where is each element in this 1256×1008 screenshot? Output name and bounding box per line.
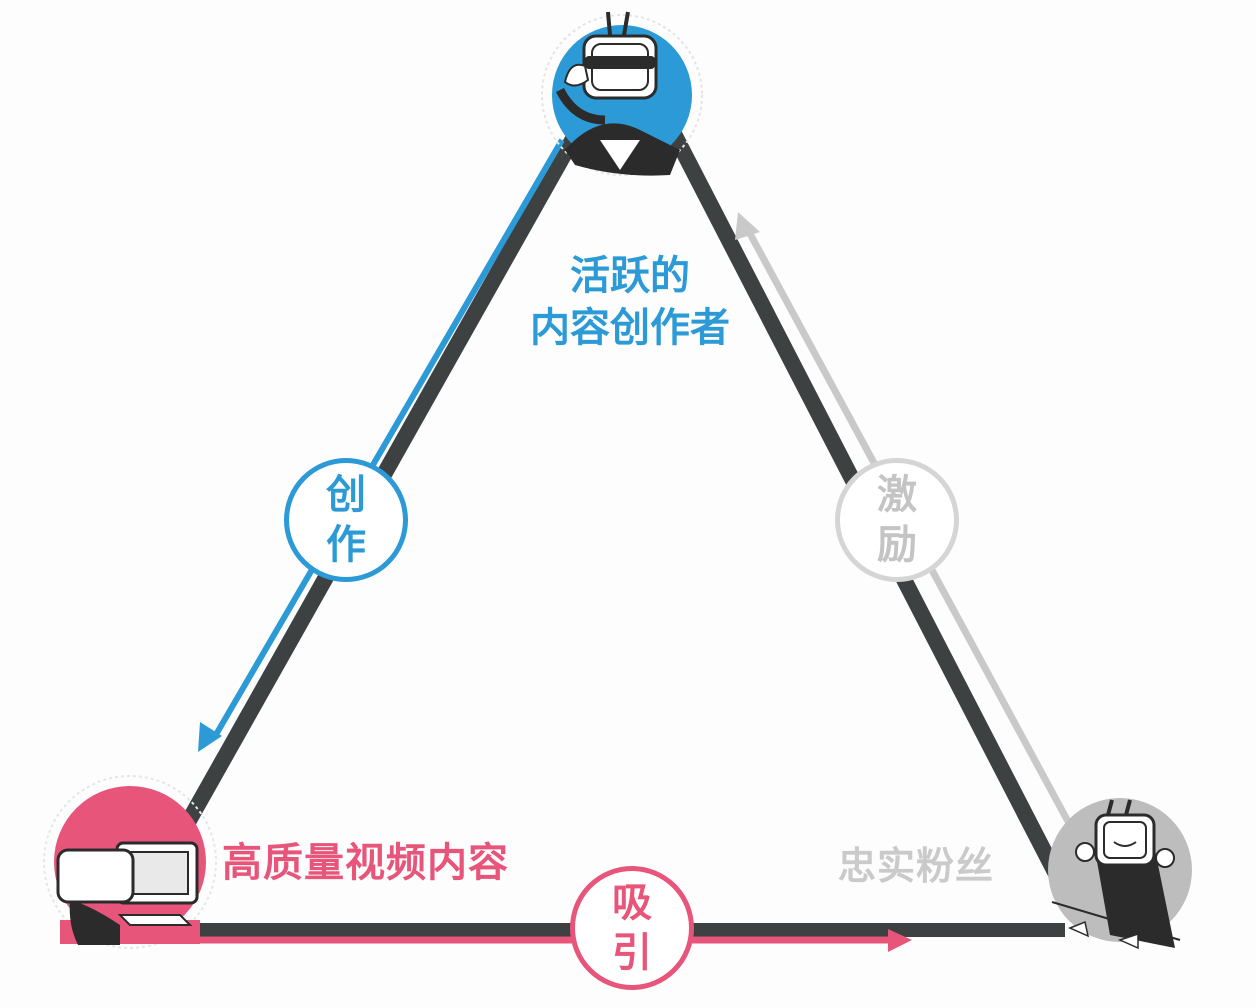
flow-attract-arrowhead — [888, 929, 912, 952]
create-edge-char2: 作 — [326, 522, 366, 568]
flow-create-line — [211, 138, 565, 740]
attract-edge-char2: 引 — [612, 930, 652, 976]
creator-node-label: 活跃的 内容创作者 — [500, 250, 760, 354]
sunglasses-tv-mascot-icon — [541, 11, 703, 176]
create-edge-bubble: 创 作 — [284, 458, 408, 582]
flow-create-arrowhead — [198, 722, 222, 752]
motivate-edge-char1: 激 — [877, 472, 917, 518]
creator-label-line1: 活跃的 — [570, 253, 690, 299]
attract-edge-bubble: 吸 引 — [570, 866, 694, 990]
motivate-edge-bubble: 激 励 — [835, 458, 959, 582]
motivate-edge-char2: 励 — [877, 522, 917, 568]
create-edge-char1: 创 — [326, 472, 366, 518]
tv-mascot-at-computer-icon — [43, 775, 217, 949]
attract-edge-char1: 吸 — [612, 880, 652, 926]
happy-tv-mascot-icon — [1048, 798, 1192, 950]
flow-motivate-arrowhead — [735, 212, 760, 240]
content-node-label: 高质量视频内容 — [222, 840, 509, 886]
creator-label-line2: 内容创作者 — [530, 305, 730, 351]
fans-node-label: 忠实粉丝 — [838, 844, 995, 888]
